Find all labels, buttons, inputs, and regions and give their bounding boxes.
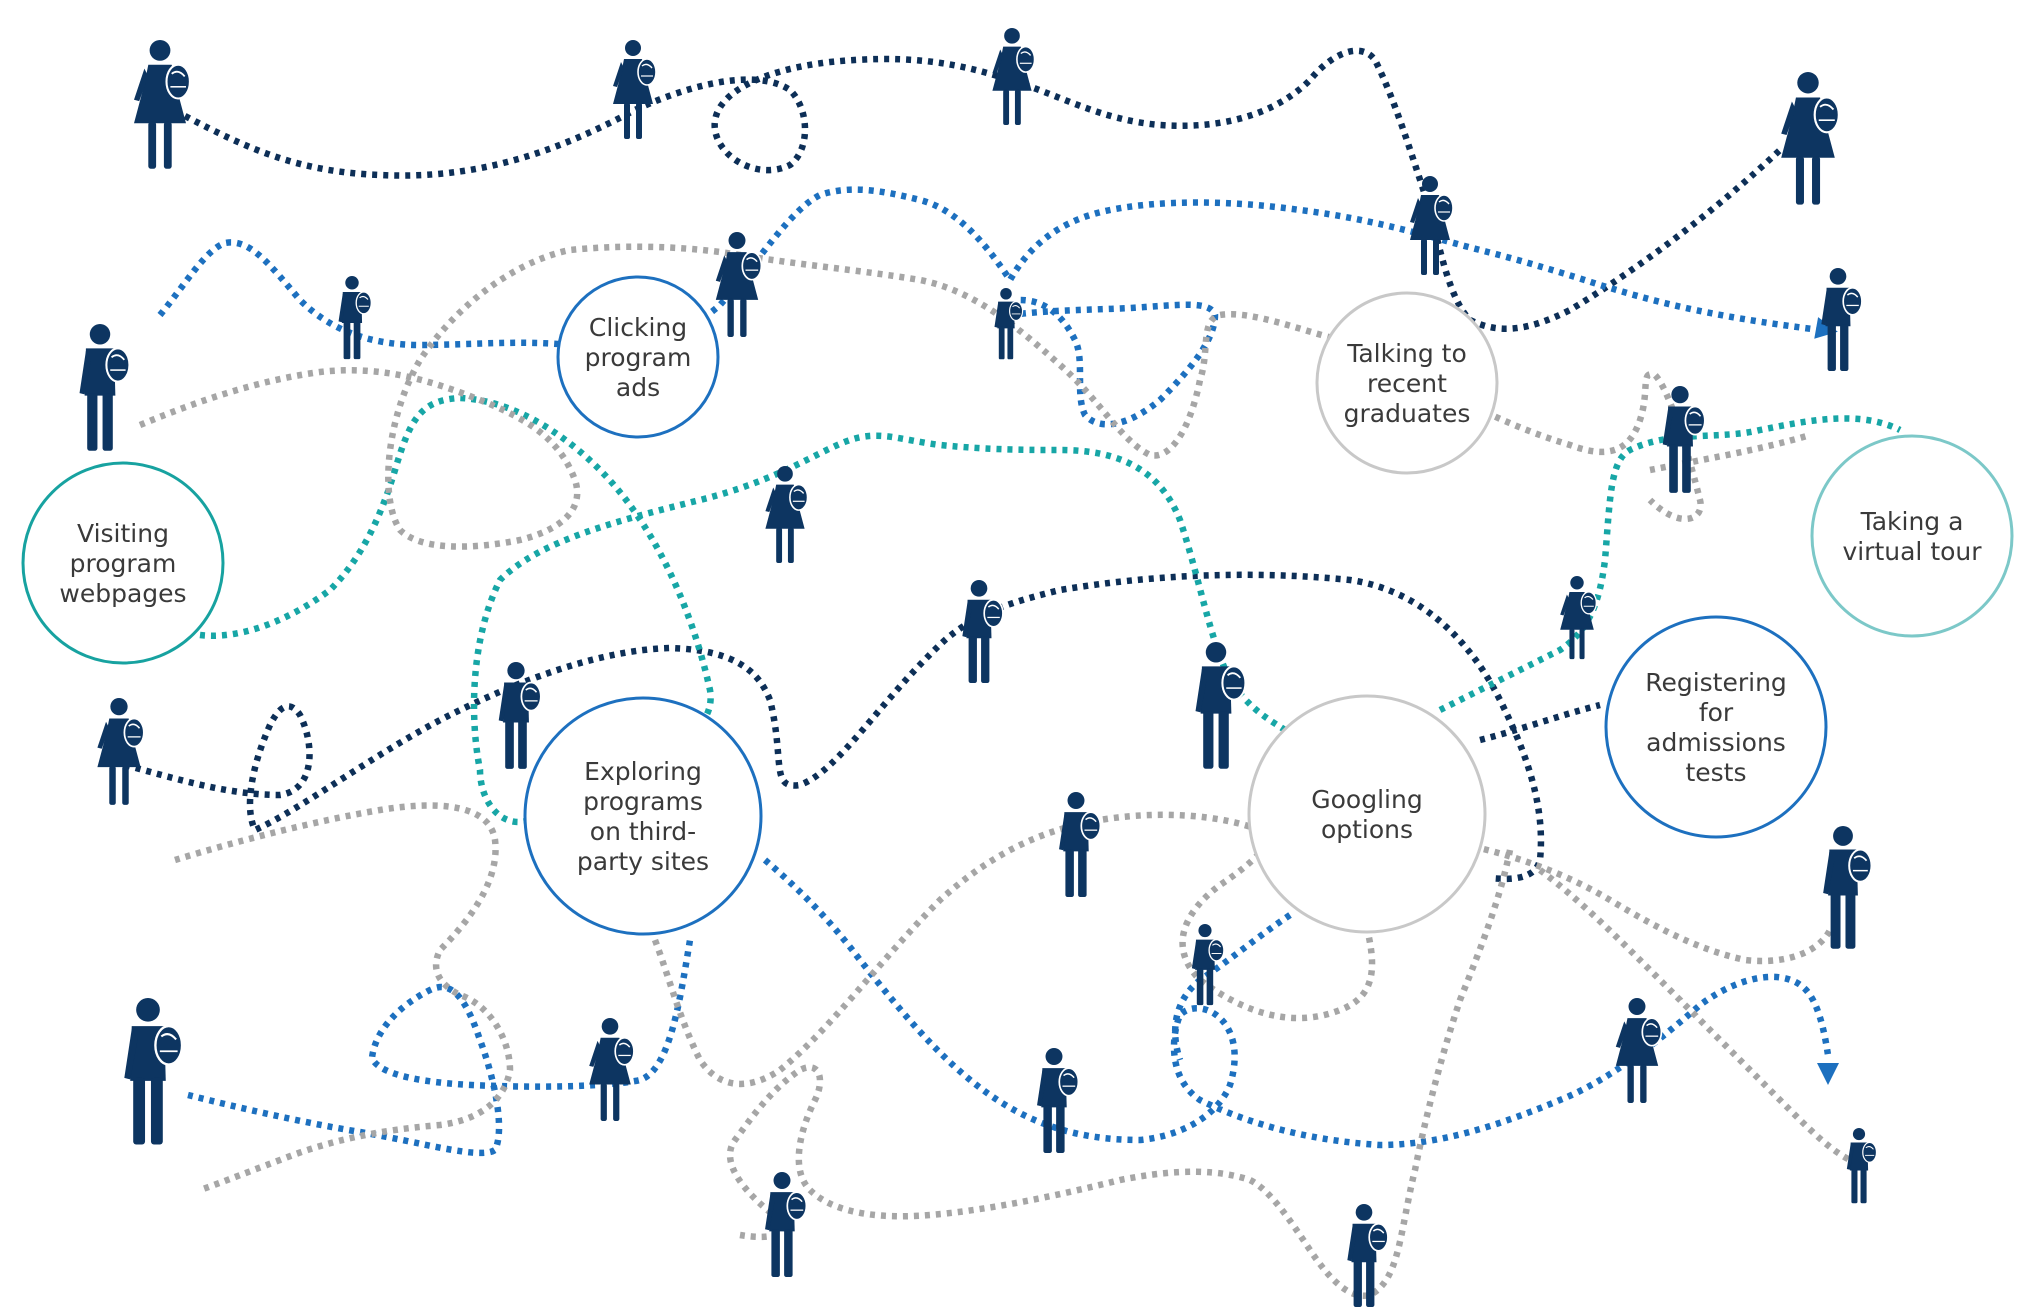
node-label-line: graduates xyxy=(1344,399,1471,428)
student-figures xyxy=(79,28,1878,1307)
male-student-icon xyxy=(962,580,1004,683)
female-student-icon xyxy=(97,698,145,805)
female-student-icon xyxy=(589,1018,635,1121)
male-student-icon xyxy=(1823,826,1873,949)
female-student-icon xyxy=(613,40,657,139)
male-student-icon xyxy=(1037,1048,1080,1153)
node-label-line: virtual tour xyxy=(1842,537,1982,566)
gray-journey-path xyxy=(1649,431,1811,474)
node-label-line: Clicking xyxy=(589,313,687,342)
female-student-icon xyxy=(1410,176,1454,275)
gray-journey-path xyxy=(726,849,1514,1299)
female-student-icon xyxy=(1615,998,1663,1103)
male-student-icon xyxy=(338,276,372,360)
node-label-line: tests xyxy=(1685,758,1746,787)
node-label-line: party sites xyxy=(577,847,709,876)
node-label-line: webpages xyxy=(59,579,186,608)
navy-journey-path xyxy=(124,571,1545,883)
blue-journey-path xyxy=(1009,296,1219,428)
female-student-icon xyxy=(1781,72,1840,205)
node-label-line: Talking to xyxy=(1346,339,1467,368)
node-label-line: program xyxy=(70,549,177,578)
male-student-icon xyxy=(1195,642,1247,769)
blue-journey-path xyxy=(157,186,1821,349)
node-label-line: program xyxy=(585,343,692,372)
female-student-icon xyxy=(134,40,191,169)
male-student-icon xyxy=(1821,268,1863,371)
arrowhead-icon xyxy=(1817,1063,1839,1085)
male-student-icon xyxy=(994,288,1024,360)
node-label-line: admissions xyxy=(1646,728,1786,757)
male-student-icon xyxy=(765,1172,808,1277)
node-label-line: on third- xyxy=(590,817,696,846)
node-label-line: Googling xyxy=(1311,785,1422,814)
node-circle xyxy=(1604,615,1828,839)
teal-journey-path xyxy=(199,394,1287,826)
male-student-icon xyxy=(79,324,131,451)
node-circle xyxy=(523,696,763,936)
gray-journey-path xyxy=(138,243,1704,550)
gray-journey-path xyxy=(651,811,1833,1088)
gray-journey-path xyxy=(174,802,514,1194)
node-label-line: Taking a xyxy=(1860,507,1964,536)
gray-journey-path xyxy=(1538,867,1852,1163)
male-student-icon xyxy=(498,662,542,769)
male-student-icon xyxy=(1846,1128,1878,1204)
blue-journey-path xyxy=(762,857,1832,1149)
female-student-icon xyxy=(1560,576,1597,660)
male-student-icon xyxy=(1191,924,1225,1006)
node-label-line: Registering xyxy=(1645,668,1787,697)
node-label-line: programs xyxy=(583,787,703,816)
teal-journey-path xyxy=(1438,415,1902,713)
male-student-icon xyxy=(1059,792,1102,897)
node-label-line: ads xyxy=(616,373,660,402)
node-circle xyxy=(1315,291,1499,475)
female-student-icon xyxy=(765,466,809,564)
female-student-icon xyxy=(715,232,763,337)
male-student-icon xyxy=(1662,386,1706,493)
touchpoint-nodes: VisitingprogramwebpagesClickingprogramad… xyxy=(21,275,2014,936)
node-label-line: Visiting xyxy=(77,519,169,548)
node-circle xyxy=(21,461,225,665)
navy-journey-path xyxy=(1479,701,1601,744)
node-circle xyxy=(1247,694,1487,934)
male-student-icon xyxy=(124,998,184,1145)
journey-paths xyxy=(124,47,1902,1299)
node-label-line: recent xyxy=(1367,369,1447,398)
navy-journey-path xyxy=(183,47,1783,332)
node-label-line: Exploring xyxy=(584,757,702,786)
blue-journey-path xyxy=(1171,912,1292,1062)
node-circle xyxy=(1810,434,2014,638)
node-circle xyxy=(556,275,720,439)
node-label-line: for xyxy=(1699,698,1734,727)
node-label-line: options xyxy=(1321,815,1413,844)
male-student-icon xyxy=(1347,1204,1389,1307)
female-student-icon xyxy=(992,28,1036,126)
